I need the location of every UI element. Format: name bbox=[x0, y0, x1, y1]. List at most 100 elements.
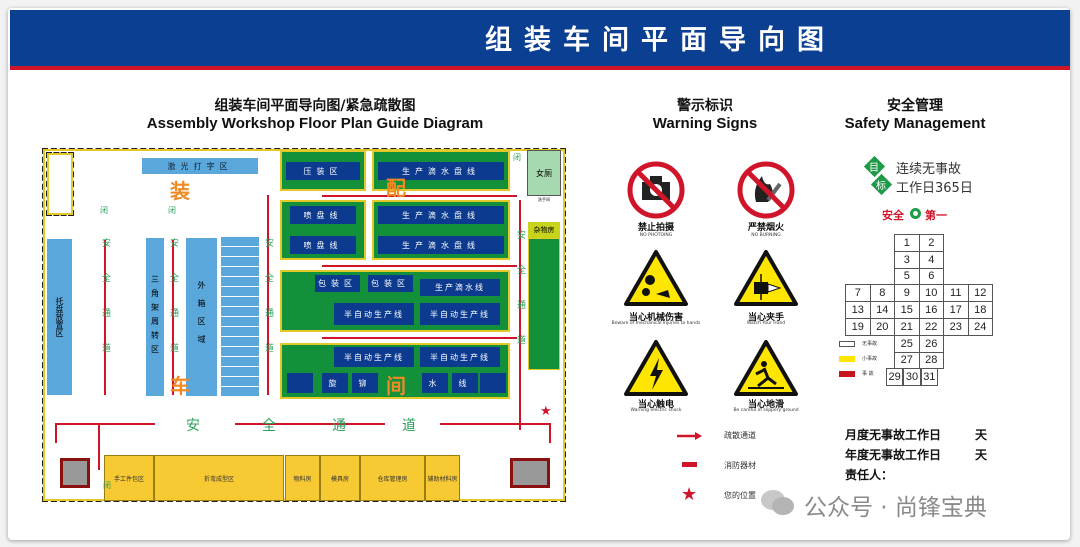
sign-label-en: Watch Your Hand bbox=[746, 321, 786, 326]
calendar-day: 15 bbox=[894, 301, 920, 319]
room-toilet: 女厕 bbox=[527, 150, 561, 196]
room-mold: 模具房 bbox=[320, 455, 360, 501]
zone-sub-cells bbox=[221, 237, 259, 397]
electric-shock-warning-icon bbox=[624, 340, 688, 396]
zone-drip-line: 生产滴水盘线 bbox=[378, 162, 504, 180]
calendar-day: 26 bbox=[918, 334, 944, 353]
poster-title: 组装车间平面导向图 bbox=[485, 25, 836, 56]
corner-room bbox=[46, 152, 74, 216]
zone-semi-auto: 半自动生产线 bbox=[334, 347, 414, 367]
zone-drip-water: 生产滴水线 bbox=[420, 279, 500, 296]
room-material: 物料房 bbox=[285, 455, 320, 501]
zone-cell: 铆 bbox=[352, 373, 378, 393]
sign-label: 当心夹手 bbox=[747, 313, 784, 323]
zone-cell: 线 bbox=[452, 373, 478, 393]
zone-cell: 旋 bbox=[322, 373, 348, 393]
big-char-jian: 间 bbox=[386, 374, 406, 398]
big-char-che: 车 bbox=[170, 374, 190, 398]
zone-manual: 手工件包区 bbox=[104, 455, 154, 501]
vertical-aisle-label: 安全通道 bbox=[263, 238, 273, 378]
goal-line-1: 连续无事故 bbox=[896, 162, 962, 177]
calendar-day: 9 bbox=[894, 284, 920, 303]
calendar-day: 16 bbox=[918, 301, 944, 319]
zone-cell: 水 bbox=[422, 373, 448, 393]
sign-label: 当心地滑 bbox=[747, 400, 784, 410]
calendar-day: 3 bbox=[894, 250, 920, 269]
room-storage: 杂物房 bbox=[528, 222, 560, 238]
calendar-day: 8 bbox=[869, 284, 895, 303]
zone-semi-auto: 半自动生产线 bbox=[420, 303, 500, 325]
pinch-hand-warning-icon bbox=[734, 250, 798, 306]
yearly-label: 年度无事故工作日 bbox=[845, 448, 942, 462]
sign-label-en: Be careful of slippery ground bbox=[733, 408, 799, 413]
room-sink: 洗手间 bbox=[538, 197, 550, 202]
block-press: 压装区 bbox=[280, 150, 366, 191]
block-drip-2: 生产滴水盘线 生产滴水盘线 bbox=[372, 200, 510, 260]
calendar-day: 19 bbox=[845, 318, 871, 336]
zone-pack: 包装区 bbox=[315, 275, 360, 292]
monthly-unit: 天 bbox=[975, 428, 988, 442]
legend-no-accident: 无事故 bbox=[862, 341, 878, 347]
monthly-label: 月度无事故工作日 bbox=[845, 428, 942, 442]
block-spray: 喷盘线 喷盘线 bbox=[280, 200, 366, 260]
zone-press: 压装区 bbox=[286, 162, 360, 180]
evac-arrow bbox=[322, 265, 517, 267]
calendar-day: 7 bbox=[845, 284, 871, 303]
sign-label-en: Beware of mechanical injuries to hands bbox=[611, 321, 701, 326]
goal-badge-char: 目 bbox=[869, 163, 879, 174]
legend-fire-equipment: 消防器材 bbox=[724, 461, 756, 470]
calendar-day: 18 bbox=[967, 301, 993, 319]
vertical-aisle-label: 安全通道 bbox=[100, 238, 110, 378]
big-char-zhuang: 装 bbox=[170, 179, 190, 203]
safety-title-en: Safety Management bbox=[844, 115, 986, 132]
goal-line-2: 工作日365日 bbox=[896, 181, 973, 196]
calendar-day: 22 bbox=[918, 318, 944, 336]
calendar-day: 10 bbox=[918, 284, 944, 303]
warning-signs-icons bbox=[624, 161, 798, 396]
zone-laser: 激光打字区 bbox=[142, 158, 258, 174]
calendar-day: 29 bbox=[886, 368, 904, 387]
zone-semi-auto: 半自动生产线 bbox=[420, 347, 500, 367]
sign-label-en: NO BURNING bbox=[751, 233, 781, 238]
header-red-stripe bbox=[10, 66, 1070, 70]
calendar-day: 28 bbox=[918, 351, 944, 370]
wechat-icon bbox=[761, 490, 794, 515]
calendar-day: 5 bbox=[894, 267, 920, 286]
sign-label-en: NO PHOTOING bbox=[639, 233, 673, 238]
calendar-day: 27 bbox=[894, 351, 920, 370]
calendar-day: 13 bbox=[845, 301, 871, 319]
floor-plan-title-en: Assembly Workshop Floor Plan Guide Diagr… bbox=[146, 115, 484, 132]
safety-cross-icon bbox=[910, 208, 921, 219]
you-are-here-icon: ★ bbox=[681, 484, 697, 504]
zone-drip-line: 生产滴水盘线 bbox=[378, 206, 504, 224]
door-label: 闭 bbox=[100, 206, 108, 215]
calendar-day: 17 bbox=[943, 301, 969, 319]
evac-arrow bbox=[104, 240, 106, 395]
zone-spray: 喷盘线 bbox=[290, 236, 356, 254]
block-pack: 包装区 包装区 生产滴水线 半自动生产线 半自动生产线 bbox=[280, 270, 510, 332]
calendar-day: 20 bbox=[869, 318, 895, 336]
evacuation-arrow-icon bbox=[677, 432, 702, 440]
calendar-day: 11 bbox=[943, 284, 969, 303]
sign-label: 严禁烟火 bbox=[747, 223, 784, 233]
evac-arrow bbox=[322, 337, 517, 339]
zone-spray: 喷盘线 bbox=[290, 206, 356, 224]
evac-arrow bbox=[549, 423, 551, 443]
legend-icons: ★ bbox=[677, 432, 702, 504]
evac-arrow bbox=[98, 425, 100, 470]
calendar-day: 2 bbox=[918, 234, 944, 252]
calendar-day: 6 bbox=[918, 267, 944, 286]
zone-carton: 外箱区域 bbox=[185, 237, 218, 397]
zone-cell bbox=[480, 373, 506, 393]
zone-drip-line: 生产滴水盘线 bbox=[378, 236, 504, 254]
slogan-left: 安全 bbox=[882, 209, 904, 222]
vertical-aisle-label: 安全通道 bbox=[168, 238, 178, 378]
room-warehouse: 仓库管理房 bbox=[360, 455, 425, 501]
legend-evacuation: 疏散通道 bbox=[724, 431, 756, 440]
evac-arrow bbox=[235, 423, 385, 425]
floor-plan-title-cn: 组装车间平面导向图/紧急疏散图 bbox=[214, 98, 416, 114]
no-fire-icon bbox=[737, 161, 795, 219]
elevator-left bbox=[60, 458, 90, 488]
warning-title-en: Warning Signs bbox=[652, 115, 758, 132]
zone-pallet: 托盘放置区 bbox=[46, 238, 73, 396]
